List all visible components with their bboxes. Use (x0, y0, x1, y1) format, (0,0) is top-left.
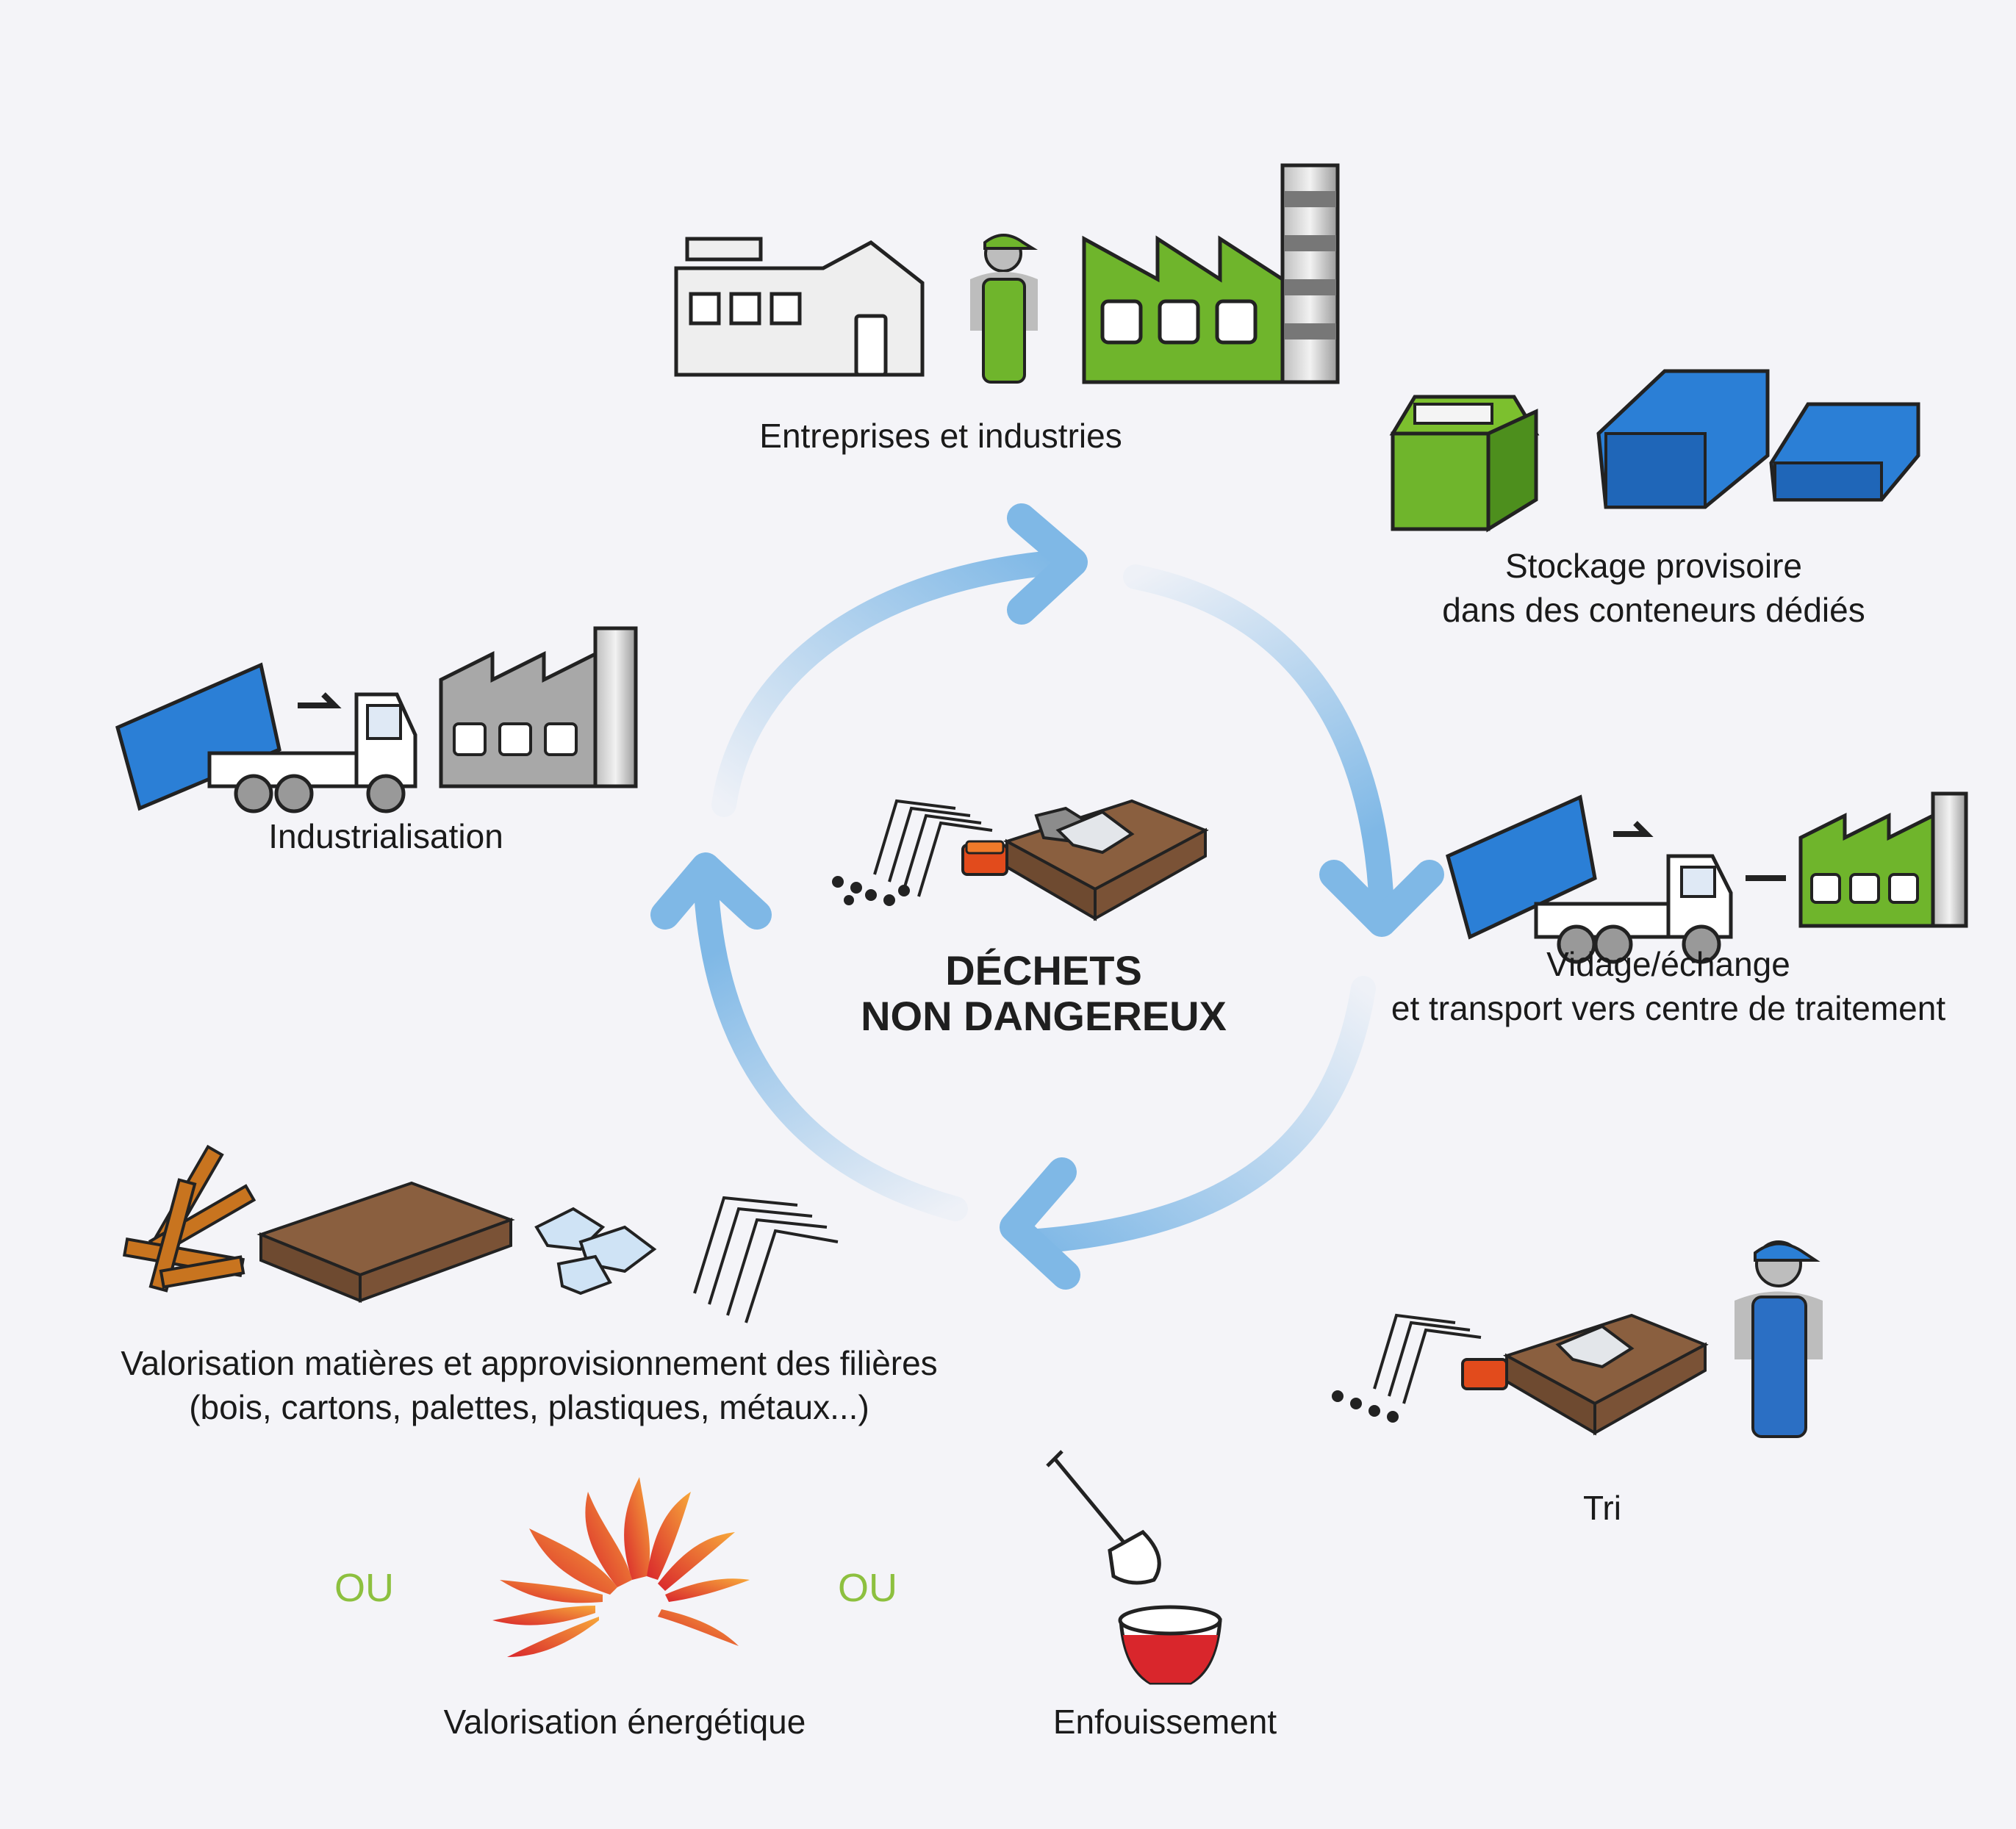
factory-icon (439, 626, 638, 788)
center-title: DÉCHETS NON DANGEREUX (786, 948, 1301, 1039)
green-container-icon (1389, 395, 1540, 533)
arrow-bottom-right-head (1000, 1157, 1080, 1290)
valorisation-matieres-icons (122, 1144, 839, 1323)
landfill-icon (1046, 1450, 1222, 1685)
label-vidage-line2: et transport vers centre de traitement (1391, 989, 1946, 1027)
arrow-top-right (1123, 564, 1394, 920)
cycle-arrows (650, 503, 1444, 1290)
label-valorisation-energetique: Valorisation énergétique (443, 1703, 806, 1741)
arrow-top-left-head (1007, 503, 1088, 625)
worker-icon (970, 234, 1039, 384)
worker-icon (1735, 1240, 1823, 1438)
truck-icon (1446, 794, 1733, 964)
pallet-icon (257, 1181, 515, 1303)
label-industrialisation: Industrialisation (268, 817, 503, 855)
plastic-icon (534, 1207, 657, 1296)
arrow-bottom-left (693, 866, 968, 1221)
factory-icon (1798, 791, 1968, 928)
wood-icon (122, 1144, 257, 1293)
arrow-top-left (711, 550, 1071, 817)
center-title-line1: DÉCHETS (945, 947, 1142, 993)
ou-left: OU (334, 1566, 394, 1610)
arrow-bottom-right (1016, 976, 1376, 1254)
stockage-icons (1389, 369, 1920, 533)
arrow-top-right-head (1319, 860, 1444, 937)
building-icon (674, 237, 925, 377)
label-enfouissement: Enfouissement (1052, 1703, 1277, 1741)
label-stockage-line2: dans des conteneurs dédiés (1442, 591, 1865, 629)
label-vidage: Vidage/échange et transport vers centre … (1367, 942, 1970, 1030)
vidage-icons (1446, 791, 1968, 964)
entreprises-icons (674, 163, 1340, 384)
arrow-bottom-left-head (650, 852, 772, 930)
center-title-line2: NON DANGEREUX (861, 993, 1227, 1039)
label-tri: Tri (1583, 1489, 1621, 1527)
industrialisation-icons (115, 626, 638, 813)
skip-container-icon (1596, 369, 1920, 509)
label-stockage: Stockage provisoire dans des conteneurs … (1389, 544, 1918, 632)
center-waste-pile-icon (832, 799, 1209, 921)
label-valorisation-matieres-line2: (bois, cartons, palettes, plastiques, mé… (189, 1388, 869, 1426)
metal-icon (693, 1196, 839, 1323)
waste-pile-icon (1332, 1313, 1709, 1436)
label-vidage-line1: Vidage/échange (1546, 945, 1790, 983)
flame-icon (492, 1477, 750, 1657)
label-valorisation-matieres: Valorisation matières et approvisionneme… (73, 1341, 985, 1429)
truck-icon (115, 662, 417, 813)
label-stockage-line1: Stockage provisoire (1505, 547, 1802, 585)
factory-icon (1082, 163, 1340, 384)
label-valorisation-matieres-line1: Valorisation matières et approvisionneme… (121, 1344, 938, 1382)
tri-icons (1332, 1240, 1823, 1438)
ou-right: OU (838, 1566, 897, 1610)
label-entreprises: Entreprises et industries (759, 417, 1122, 455)
